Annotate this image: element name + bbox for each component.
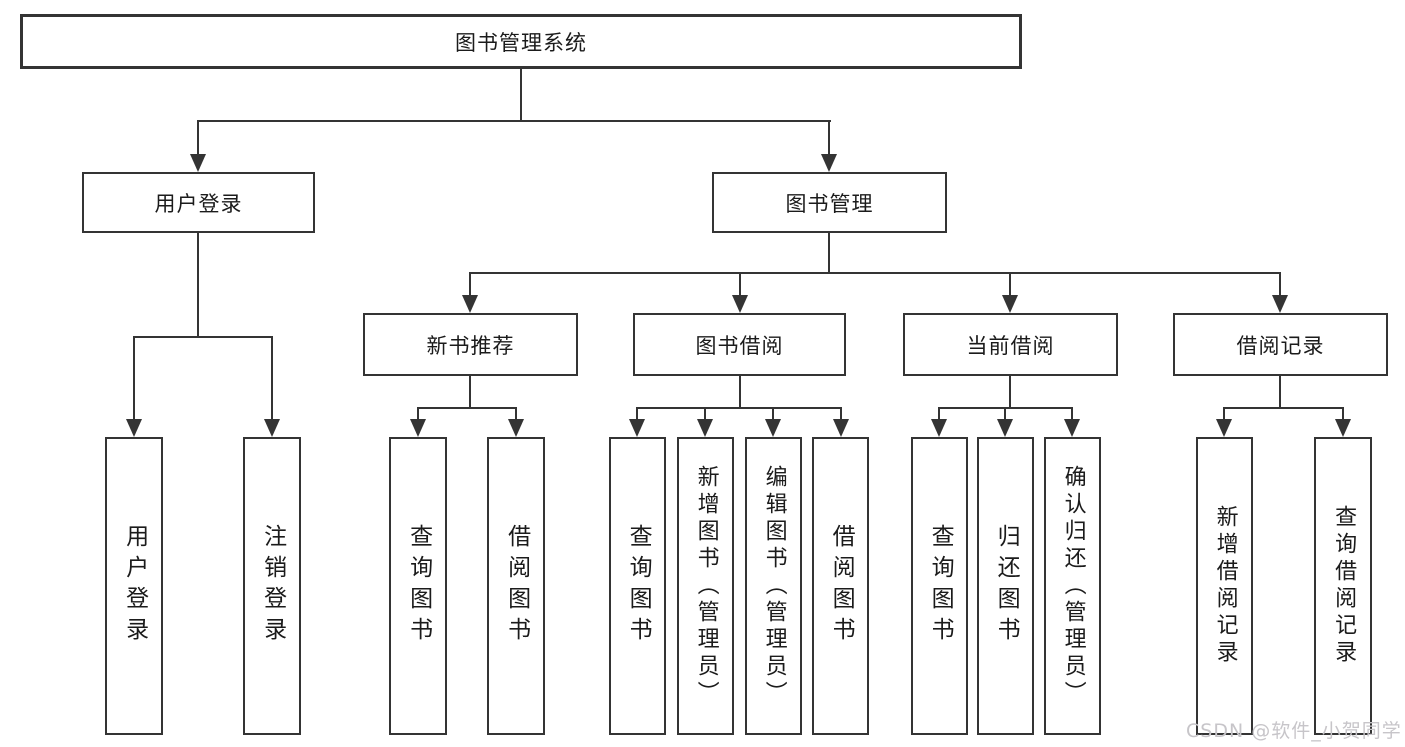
connector-vline xyxy=(133,336,135,423)
node-root: 图书管理系统 xyxy=(20,14,1022,69)
leaf-add-book-admin: 新增图书（管理员） xyxy=(677,437,734,735)
node-current-borrow-label: 当前借阅 xyxy=(966,333,1055,358)
leaf-query-borrow-record-label: 查询借阅记录 xyxy=(1331,505,1357,667)
arrowhead-down-icon xyxy=(1272,295,1288,313)
arrowhead-down-icon xyxy=(1216,419,1232,437)
arrowhead-down-icon xyxy=(126,419,142,437)
node-book-borrow: 图书借阅 xyxy=(633,313,846,376)
connector-vline xyxy=(772,407,774,423)
connector-vline xyxy=(1071,407,1073,423)
connector-hline xyxy=(198,120,831,122)
connector-vline xyxy=(636,407,638,423)
connector-vline xyxy=(469,272,471,297)
connector-vline xyxy=(1342,407,1344,423)
connector-hline xyxy=(134,336,273,338)
leaf-borrow-books-recommend: 借阅图书 xyxy=(487,437,545,735)
connector-vline xyxy=(1009,272,1011,297)
arrowhead-down-icon xyxy=(765,419,781,437)
connector-hline xyxy=(637,407,841,409)
arrowhead-down-icon xyxy=(821,154,837,172)
leaf-return-books-label: 归还图书 xyxy=(993,524,1020,648)
connector-vline xyxy=(1279,272,1281,297)
leaf-borrow-books-label: 借阅图书 xyxy=(828,524,855,648)
connector-vline xyxy=(520,69,522,120)
arrowhead-down-icon xyxy=(931,419,947,437)
node-book-management-label: 图书管理 xyxy=(785,191,874,216)
node-user-login-label: 用户登录 xyxy=(154,191,243,216)
arrowhead-down-icon xyxy=(997,419,1013,437)
leaf-borrow-books-recommend-label: 借阅图书 xyxy=(503,524,530,648)
connector-vline xyxy=(469,376,471,407)
connector-hline xyxy=(1224,407,1344,409)
leaf-add-borrow-record: 新增借阅记录 xyxy=(1196,437,1253,735)
node-borrow-record-label: 借阅记录 xyxy=(1236,333,1325,358)
leaf-query-books-borrow: 查询图书 xyxy=(609,437,666,735)
connector-vline xyxy=(197,120,199,158)
arrowhead-down-icon xyxy=(697,419,713,437)
leaf-query-borrow-record: 查询借阅记录 xyxy=(1314,437,1372,735)
leaf-query-books-recommend-label: 查询图书 xyxy=(405,524,432,648)
connector-vline xyxy=(739,272,741,297)
connector-hline xyxy=(939,407,1073,409)
node-book-borrow-label: 图书借阅 xyxy=(695,333,784,358)
connector-vline xyxy=(417,407,419,423)
connector-vline xyxy=(739,376,741,407)
arrowhead-down-icon xyxy=(264,419,280,437)
leaf-add-book-admin-label: 新增图书（管理员） xyxy=(693,464,719,708)
arrowhead-down-icon xyxy=(508,419,524,437)
connector-vline xyxy=(1004,407,1006,423)
arrowhead-down-icon xyxy=(833,419,849,437)
arrowhead-down-icon xyxy=(1002,295,1018,313)
connector-vline xyxy=(938,407,940,423)
leaf-return-books: 归还图书 xyxy=(977,437,1034,735)
leaf-user-login-label: 用户登录 xyxy=(121,524,148,648)
leaf-user-login: 用户登录 xyxy=(105,437,163,735)
node-current-borrow: 当前借阅 xyxy=(903,313,1118,376)
node-user-login: 用户登录 xyxy=(82,172,315,233)
node-new-book-recommend: 新书推荐 xyxy=(363,313,578,376)
arrowhead-down-icon xyxy=(462,295,478,313)
leaf-query-books-borrow-label: 查询图书 xyxy=(625,524,652,648)
leaf-edit-book-admin-label: 编辑图书（管理员） xyxy=(761,464,787,708)
node-borrow-record: 借阅记录 xyxy=(1173,313,1388,376)
leaf-logout: 注销登录 xyxy=(243,437,301,735)
leaf-logout-label: 注销登录 xyxy=(259,524,286,648)
node-book-management: 图书管理 xyxy=(712,172,947,233)
node-root-label: 图书管理系统 xyxy=(455,30,587,55)
arrowhead-down-icon xyxy=(1064,419,1080,437)
leaf-query-books-recommend: 查询图书 xyxy=(389,437,447,735)
arrowhead-down-icon xyxy=(732,295,748,313)
leaf-confirm-return-admin: 确认归还（管理员） xyxy=(1044,437,1101,735)
leaf-add-borrow-record-label: 新增借阅记录 xyxy=(1212,505,1238,667)
arrowhead-down-icon xyxy=(410,419,426,437)
connector-vline xyxy=(1279,376,1281,407)
connector-vline xyxy=(1009,376,1011,407)
arrowhead-down-icon xyxy=(629,419,645,437)
connector-vline xyxy=(515,407,517,423)
connector-vline xyxy=(828,120,830,158)
leaf-confirm-return-admin-label: 确认归还（管理员） xyxy=(1060,464,1086,708)
connector-vline xyxy=(704,407,706,423)
connector-vline xyxy=(840,407,842,423)
connector-vline xyxy=(1223,407,1225,423)
node-new-book-recommend-label: 新书推荐 xyxy=(426,333,515,358)
connector-vline xyxy=(197,233,199,336)
arrowhead-down-icon xyxy=(1335,419,1351,437)
leaf-edit-book-admin: 编辑图书（管理员） xyxy=(745,437,802,735)
leaf-query-books-current: 查询图书 xyxy=(911,437,968,735)
watermark: CSDN @软件_小贺同学 xyxy=(1186,720,1402,742)
connector-vline xyxy=(828,233,830,274)
connector-hline xyxy=(470,272,1281,274)
arrowhead-down-icon xyxy=(190,154,206,172)
leaf-borrow-books: 借阅图书 xyxy=(812,437,869,735)
connector-hline xyxy=(418,407,517,409)
leaf-query-books-current-label: 查询图书 xyxy=(927,524,954,648)
connector-vline xyxy=(271,336,273,423)
